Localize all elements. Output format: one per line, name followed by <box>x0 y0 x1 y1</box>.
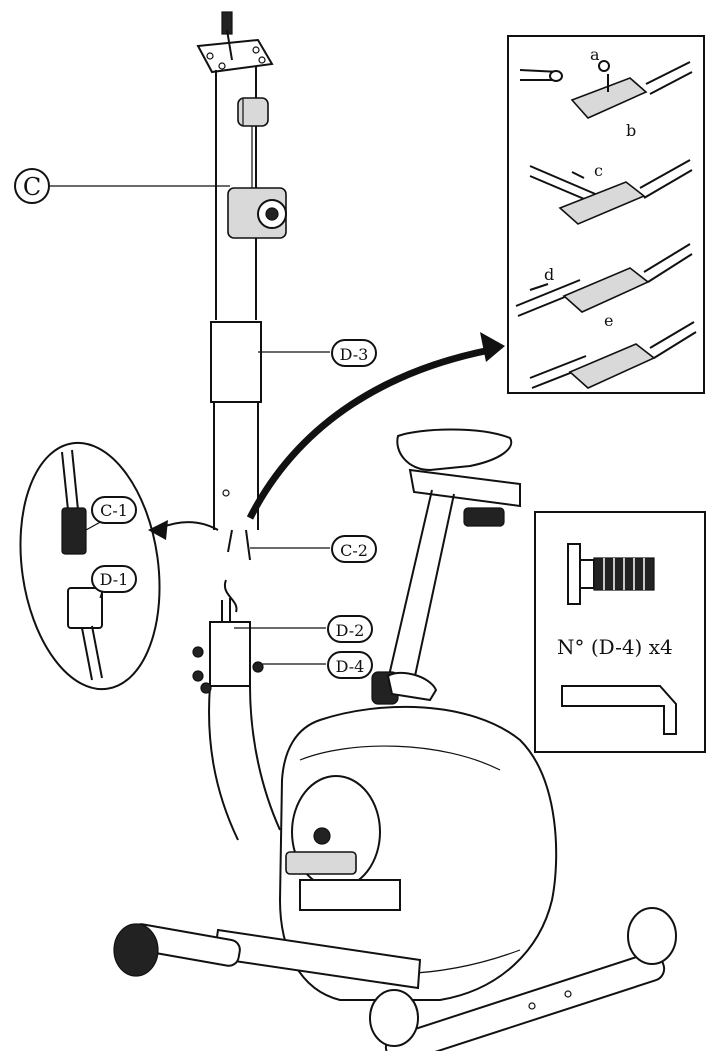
label-c2-text: C-2 <box>340 541 368 560</box>
step-d-text: d <box>544 265 554 284</box>
label-d4-text: D-4 <box>336 657 365 676</box>
arrow-to-detail <box>246 332 505 520</box>
handlebar-post <box>196 11 287 561</box>
label-d2-text: D-2 <box>336 621 365 640</box>
label-d3-text: D-3 <box>340 345 369 364</box>
label-c: C <box>14 168 230 204</box>
label-d1-text: D-1 <box>100 570 129 589</box>
hardware-caption: N° (D-4) x4 <box>557 635 673 659</box>
step-d-illustration: d <box>515 243 693 317</box>
step-ab-illustration: a b <box>519 45 693 140</box>
bike-body <box>113 428 677 1051</box>
label-c1: C-1 <box>85 496 137 531</box>
step-e-text: e <box>604 311 613 330</box>
bolt-icon <box>567 543 655 605</box>
label-d3: D-3 <box>258 339 377 367</box>
label-c-text: C <box>23 173 41 201</box>
step-a-text: a <box>590 45 600 64</box>
lower-post <box>192 579 281 841</box>
step-e-illustration: e <box>529 311 697 389</box>
label-c2: C-2 <box>250 535 377 563</box>
label-d4: D-4 <box>262 651 373 679</box>
allen-key-icon <box>561 685 677 735</box>
label-d1: D-1 <box>91 565 137 599</box>
label-d2: D-2 <box>234 615 373 643</box>
step-c-illustration: c <box>529 159 693 225</box>
step-b-text: b <box>626 121 636 140</box>
hardware-box: N° (D-4) x4 <box>534 511 706 753</box>
label-c1-text: C-1 <box>100 501 128 520</box>
step-c-text: c <box>594 161 603 180</box>
cable-detail-box: a b c d e <box>507 35 705 394</box>
